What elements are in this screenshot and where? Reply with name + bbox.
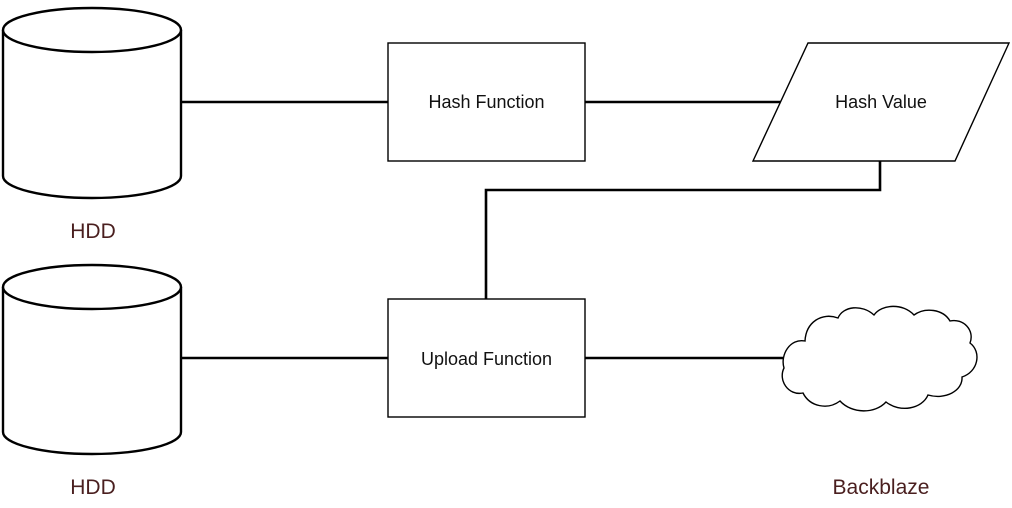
hash-function-label: Hash Function bbox=[428, 92, 544, 112]
hash-function-box bbox=[387, 42, 586, 162]
backblaze-cloud-icon bbox=[781, 305, 978, 412]
backblaze-label: Backblaze bbox=[833, 476, 930, 499]
hash-value-parallelogram bbox=[751, 42, 1011, 162]
upload-function-label: Upload Function bbox=[421, 349, 552, 369]
hash-value-label: Hash Value bbox=[835, 92, 927, 112]
connectors bbox=[181, 100, 882, 360]
upload-function-box bbox=[387, 298, 586, 418]
hdd-top-cylinder-icon bbox=[1, 6, 183, 200]
hdd-top-label: HDD bbox=[70, 220, 116, 243]
edge-hash-value-to-upload-function bbox=[484, 161, 882, 299]
hdd-bottom-cylinder-icon bbox=[1, 263, 183, 456]
hdd-bottom-label: HDD bbox=[70, 476, 116, 499]
